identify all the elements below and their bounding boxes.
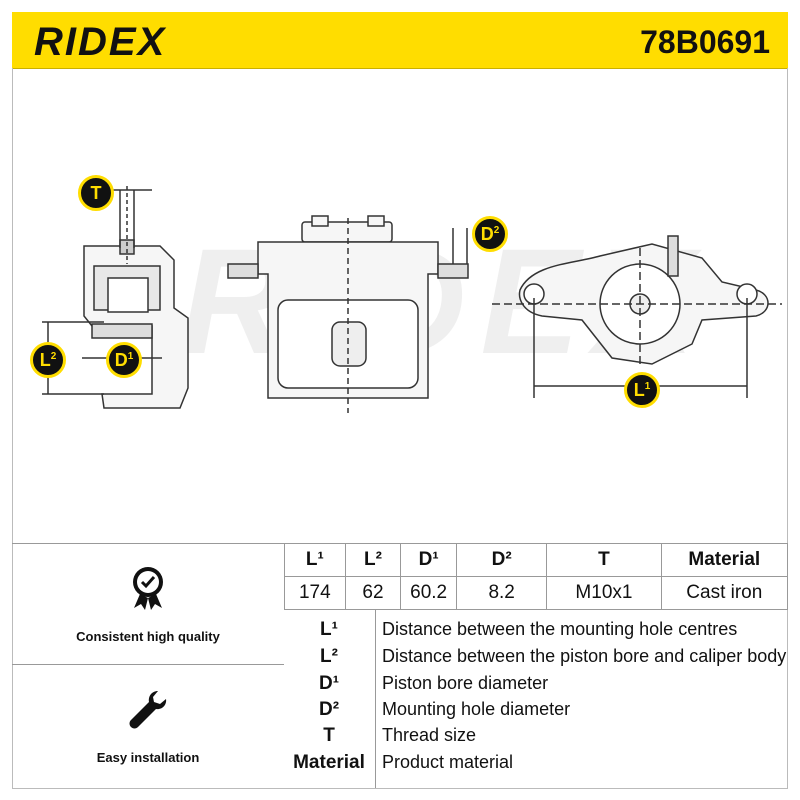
badge-sup-l2: 2	[50, 350, 57, 362]
legend-symbol: Material	[293, 752, 365, 773]
spec-header-cell: L²	[344, 543, 402, 577]
legend-divider	[375, 609, 376, 788]
caliper-technical-drawing	[42, 186, 782, 413]
section-view	[42, 186, 189, 409]
badge-label-l2: L	[39, 349, 51, 370]
spec-value-cell: Cast iron	[660, 576, 789, 610]
spec-header-row: L¹ L² D¹ D² T Material	[284, 543, 789, 577]
spec-value-cell: 174	[284, 576, 346, 610]
wrench-icon	[129, 691, 167, 729]
legend-symbol: T	[323, 725, 335, 746]
badge-sup-l1: 1	[644, 380, 651, 392]
badge-sup-d2: 2	[493, 224, 500, 236]
spec-header-cell: L¹	[284, 543, 346, 577]
legend-row: Material Product material	[284, 752, 788, 778]
feature-quality: Consistent high quality	[12, 566, 284, 644]
legend-row: D¹ Piston bore diameter	[284, 673, 788, 699]
dimension-legend: L¹ Distance between the mounting hole ce…	[284, 609, 788, 788]
badge-label-d1: D	[114, 349, 128, 370]
content-frame	[12, 68, 788, 789]
check-badge-icon	[133, 567, 163, 610]
legend-description: Piston bore diameter	[382, 673, 549, 693]
legend-description: Distance between the mounting hole centr…	[382, 619, 738, 639]
spec-header-cell: Material	[660, 543, 789, 577]
spec-table: L¹ L² D¹ D² T Material 174 62 60.2 8.2 M…	[284, 543, 789, 610]
legend-symbol: D¹	[318, 673, 340, 694]
badge-label-t: T	[90, 182, 102, 203]
legend-description: Distance between the piston bore and cal…	[382, 646, 787, 666]
legend-row: T Thread size	[284, 725, 788, 751]
side-view	[492, 235, 782, 398]
brand-logo: RIDEX	[34, 20, 167, 64]
badge-label-d2: D	[480, 223, 494, 244]
spec-value-cell: M10x1	[546, 576, 662, 610]
legend-symbol: L²	[320, 646, 338, 667]
part-number: 78B0691	[640, 24, 770, 60]
badge-sup-d1: 1	[127, 350, 134, 362]
badge-label-l1: L	[633, 379, 645, 400]
spec-value-cell: 8.2	[456, 576, 548, 610]
legend-row: L² Distance between the piston bore and …	[284, 646, 788, 672]
spec-value-cell: 62	[344, 576, 402, 610]
legend-row: D² Mounting hole diameter	[284, 699, 788, 725]
spec-value-row: 174 62 60.2 8.2 M10x1 Cast iron	[284, 576, 789, 610]
header-bar: RIDEX 78B0691	[12, 12, 788, 69]
legend-row: L¹ Distance between the mounting hole ce…	[284, 619, 788, 645]
feature-label: Consistent high quality	[76, 629, 220, 644]
legend-description: Product material	[382, 752, 514, 772]
legend-description: Mounting hole diameter	[382, 699, 571, 719]
spec-header-cell: D¹	[400, 543, 458, 577]
front-view	[227, 215, 469, 413]
feature-panel: Consistent high quality Easy installatio…	[12, 543, 284, 789]
feature-installation: Easy installation	[12, 689, 284, 765]
feature-label: Easy installation	[96, 750, 200, 765]
legend-symbol: L¹	[320, 619, 338, 640]
dimension-badge-t: T	[78, 175, 114, 211]
spec-header-cell: T	[546, 543, 662, 577]
spec-header-cell: D²	[456, 543, 548, 577]
legend-description: Thread size	[382, 725, 477, 745]
spec-value-cell: 60.2	[400, 576, 458, 610]
legend-symbol: D²	[318, 699, 340, 720]
feature-divider	[12, 664, 284, 665]
